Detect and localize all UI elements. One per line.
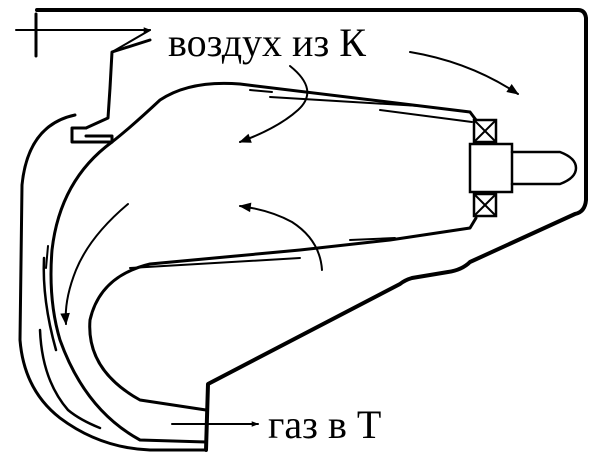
flow-arrow-4 [60, 203, 129, 326]
flow-arrows [60, 51, 519, 326]
outer-casing [18, 8, 588, 452]
air-inlet [15, 12, 151, 58]
flow-arrow-2 [238, 65, 309, 143]
flame-tube-lower [88, 216, 478, 412]
flame-tube-curve [42, 140, 208, 444]
flow-arrow-1 [409, 51, 519, 95]
flow-arrow-3 [238, 202, 323, 271]
air-label-backdrop [166, 20, 404, 64]
air-inlet-label: воздух из К [168, 20, 366, 65]
nozzle-body [468, 142, 514, 194]
gas-outlet-label: газ в Т [268, 402, 381, 447]
flame-tube-upper [110, 81, 478, 144]
fuel-nozzle-assembly [468, 118, 578, 218]
